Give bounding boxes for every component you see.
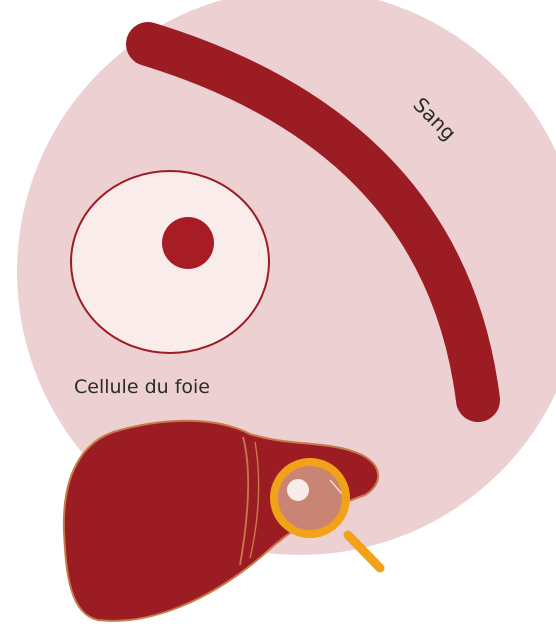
lens-highlight xyxy=(287,479,309,501)
liver-cell xyxy=(71,171,269,353)
liver-cell-label: Cellule du foie xyxy=(74,376,210,398)
cell-membrane xyxy=(71,171,269,353)
cell-nucleus xyxy=(162,217,214,269)
